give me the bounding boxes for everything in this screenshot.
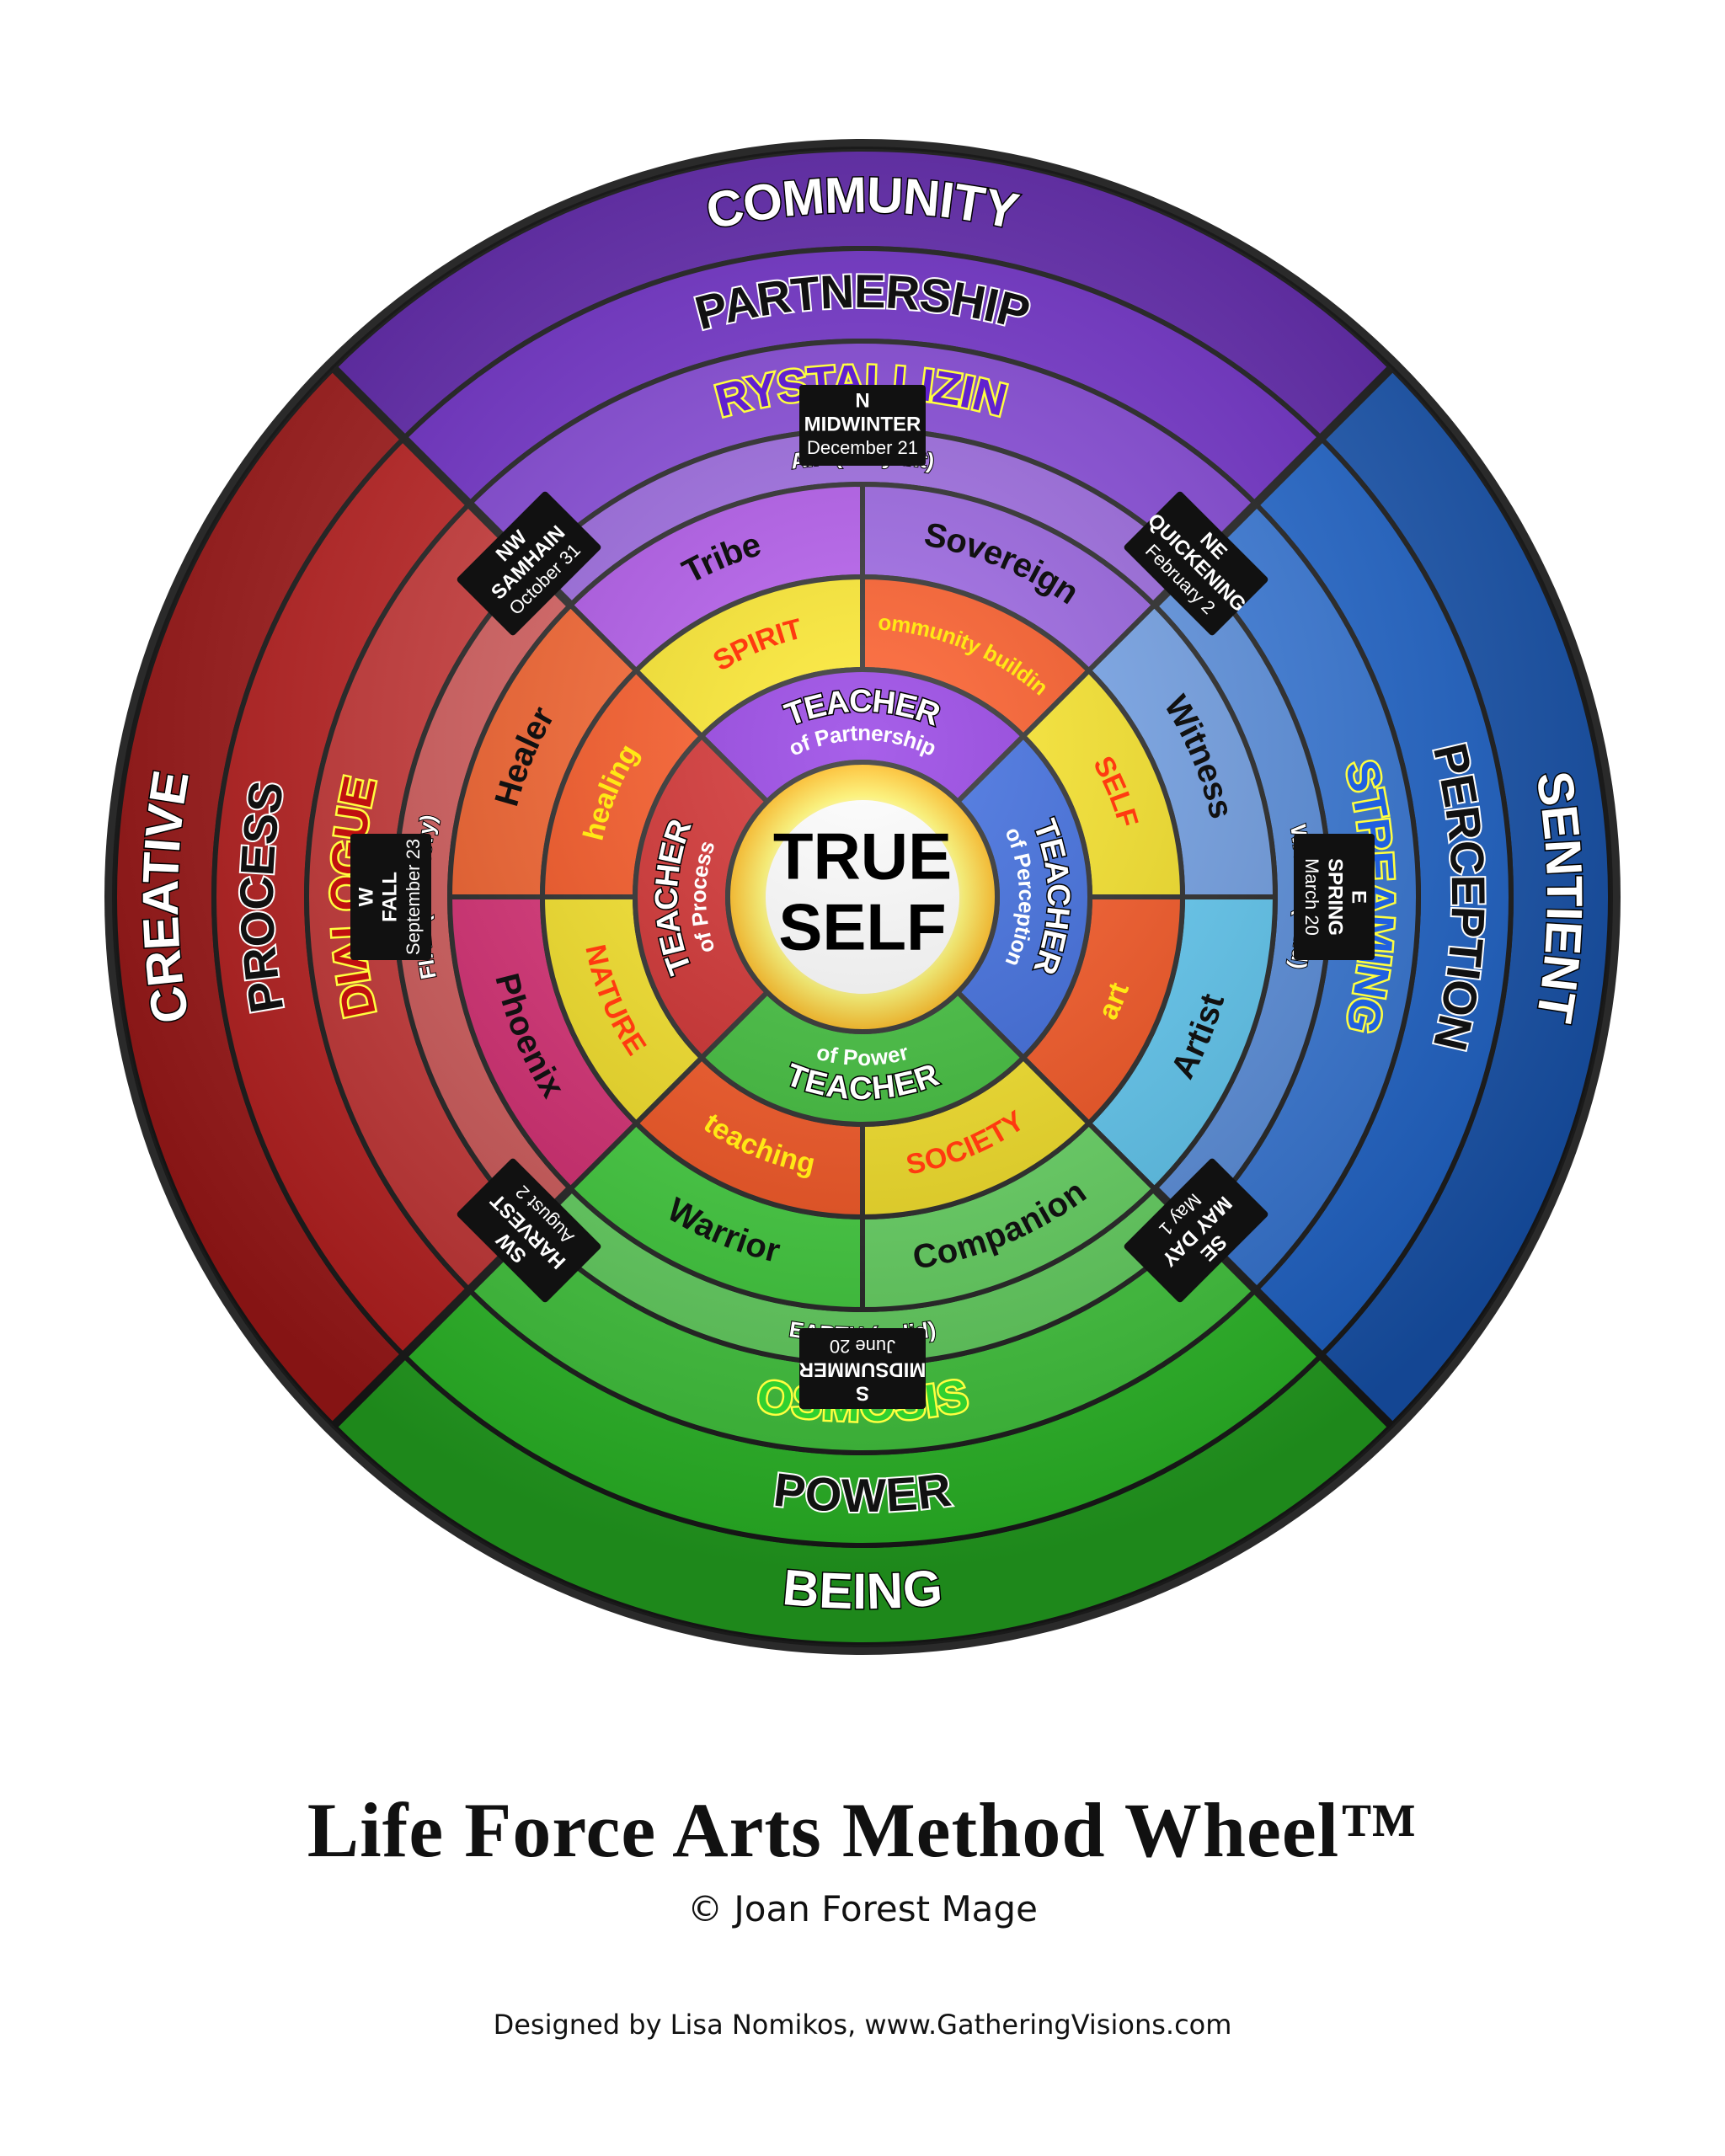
- direction-badge-box: [1124, 491, 1268, 636]
- designer-credit: Designed by Lisa Nomikos, www.GatheringV…: [493, 2009, 1232, 2041]
- direction-badge-box: [799, 1328, 926, 1409]
- direction-e-line-3: March 20: [1301, 858, 1322, 936]
- direction-badge-box: [457, 1158, 601, 1303]
- center-label-line-2: SELF: [778, 890, 946, 964]
- direction-n-line-1: N: [855, 389, 869, 412]
- method-wheel-diagram: COMMUNITYSENTIENTBEINGCREATIVEPARTNERSHI…: [0, 0, 1621, 1655]
- direction-badge-box: [457, 491, 601, 636]
- direction-w-line-1: W: [355, 887, 377, 906]
- copyright-line: © Joan Forest Mage: [687, 1888, 1038, 1929]
- direction-badge-box: [1294, 834, 1375, 960]
- direction-n-line-2: MIDWINTER: [804, 413, 921, 435]
- center-label-line-1: TRUE: [773, 819, 952, 894]
- direction-s-line-3: June 20: [830, 1336, 895, 1357]
- outer-ring-2-south-label: POWER: [771, 1462, 953, 1521]
- direction-badge-box: [799, 385, 926, 466]
- direction-badge-box: [1124, 1158, 1268, 1303]
- diagram-title: Life Force Arts Method Wheel™: [307, 1787, 1418, 1873]
- direction-e-line-2: SPRING: [1324, 858, 1347, 936]
- direction-n-line-3: December 21: [807, 437, 918, 458]
- direction-w-line-2: FALL: [378, 872, 401, 922]
- outer-ring-2-west-label: PROCESS: [230, 777, 294, 1017]
- direction-badge-box: [350, 834, 431, 960]
- outer-ring-1-west-label: CREATIVE: [132, 766, 200, 1027]
- direction-s-line-1: S: [856, 1382, 869, 1405]
- direction-e-line-1: E: [1348, 890, 1370, 904]
- direction-w-line-3: September 23: [403, 839, 424, 955]
- direction-s-line-2: MIDSUMMER: [799, 1358, 927, 1381]
- outer-ring-1-south-label: BEING: [781, 1559, 945, 1620]
